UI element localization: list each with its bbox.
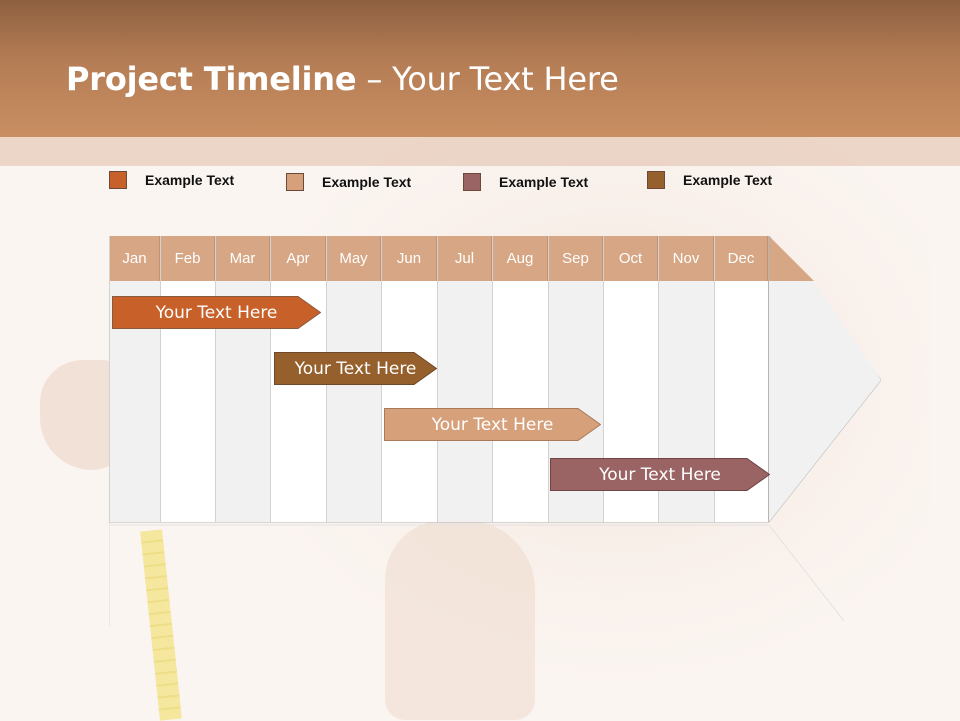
- month-column: Jul: [437, 236, 492, 522]
- month-column: Aug: [492, 236, 548, 522]
- month-label: Dec: [715, 236, 768, 281]
- task-label: Your Text Here: [155, 302, 278, 323]
- slide-title: Project Timeline – Your Text Here: [66, 60, 619, 98]
- task-bar[interactable]: Your Text Here: [274, 352, 437, 385]
- title-banner: [0, 0, 960, 137]
- task-label: Your Text Here: [431, 414, 554, 435]
- month-label: Apr: [271, 236, 326, 281]
- month-label: Nov: [659, 236, 714, 281]
- task-bar[interactable]: Your Text Here: [112, 296, 321, 329]
- legend-swatch: [286, 173, 304, 191]
- timeline-chart: Jan Feb Mar Apr May Jun Jul Aug Sep Oct …: [109, 236, 881, 626]
- month-label: May: [327, 236, 381, 281]
- task-bar[interactable]: Your Text Here: [550, 458, 770, 491]
- title-rest: – Your Text Here: [356, 60, 619, 98]
- legend-label: Example Text: [499, 174, 589, 190]
- month-column: Jan: [109, 236, 160, 522]
- legend-item: Example Text: [463, 172, 588, 192]
- month-label: Jul: [438, 236, 492, 281]
- legend-swatch: [109, 171, 127, 189]
- legend-item: Example Text: [647, 170, 772, 190]
- title-bold: Project Timeline: [66, 60, 357, 98]
- banner-strip: [0, 137, 960, 166]
- task-label: Your Text Here: [294, 358, 417, 379]
- month-label: Sep: [549, 236, 603, 281]
- month-label: Aug: [493, 236, 548, 281]
- month-column: Feb: [160, 236, 215, 522]
- legend-swatch: [647, 171, 665, 189]
- legend-label: Example Text: [145, 172, 235, 188]
- legend-swatch: [463, 173, 481, 191]
- legend-item: Example Text: [286, 172, 411, 192]
- month-label: Jun: [382, 236, 437, 281]
- month-label: Jan: [110, 236, 160, 281]
- legend-label: Example Text: [683, 172, 773, 188]
- task-bar[interactable]: Your Text Here: [384, 408, 601, 441]
- month-column: Mar: [215, 236, 270, 522]
- task-label: Your Text Here: [599, 464, 721, 485]
- legend-label: Example Text: [322, 174, 412, 190]
- legend-item: Example Text: [109, 170, 234, 190]
- month-label: Mar: [216, 236, 270, 281]
- month-label: Oct: [604, 236, 658, 281]
- month-label: Feb: [161, 236, 215, 281]
